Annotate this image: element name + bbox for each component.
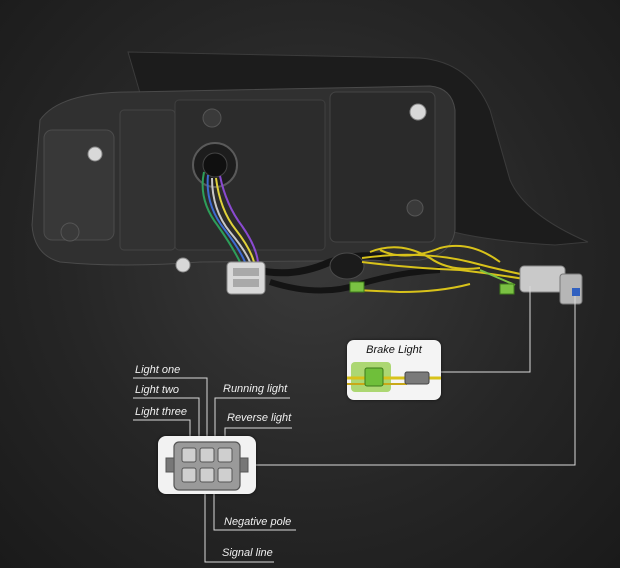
brake-light-card: Brake Light bbox=[347, 340, 441, 400]
connector-plug-icon bbox=[165, 441, 249, 491]
tail-light-housing bbox=[31, 51, 589, 273]
label-reverse-light: Reverse light bbox=[227, 412, 292, 424]
label-signal-line: Signal line bbox=[222, 547, 273, 559]
connector-pinout-card bbox=[158, 436, 256, 494]
label-negative-pole: Negative pole bbox=[224, 516, 292, 528]
label-light-two: Light two bbox=[135, 384, 180, 396]
label-running-light: Running light bbox=[223, 383, 288, 395]
brake-wire-icon bbox=[347, 362, 441, 392]
leader-lines bbox=[133, 286, 576, 563]
label-light-one: Light one bbox=[135, 364, 181, 376]
wire-harness bbox=[201, 171, 531, 294]
label-light-three: Light three bbox=[135, 406, 187, 418]
connector-plug bbox=[226, 261, 583, 305]
brake-light-label: Brake Light bbox=[366, 344, 422, 356]
